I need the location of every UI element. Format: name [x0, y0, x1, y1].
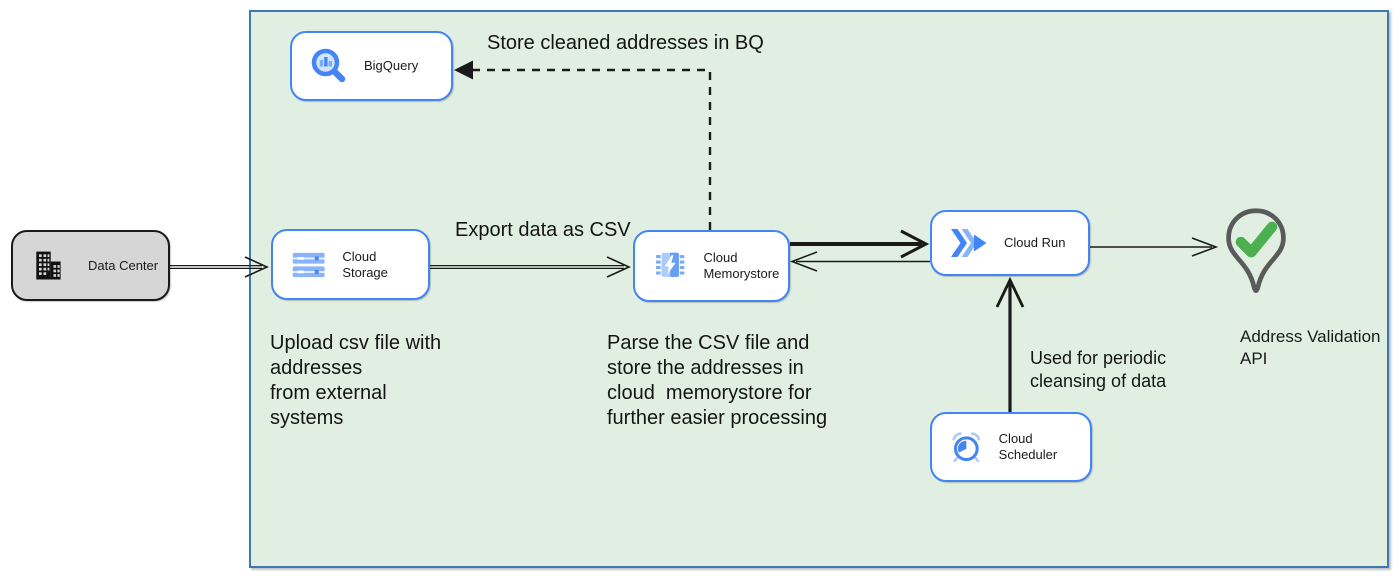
checkmark-icon [1235, 221, 1278, 258]
node-cloud-run[interactable]: Cloud Run [930, 210, 1090, 276]
address-validation-label: Address Validation API [1240, 327, 1381, 368]
gcp-boundary-box [249, 10, 1389, 568]
annotation-parse-csv: Parse the CSV file and store the address… [607, 332, 828, 429]
node-bigquery-label: BigQuery [364, 58, 419, 73]
annotation-store-bq: Store cleaned addresses in BQ [487, 32, 764, 54]
annotation-export-csv: Export data as CSV [455, 219, 631, 241]
node-cloud-memorystore[interactable]: Cloud Memorystore [633, 230, 790, 302]
annotation-upload-csv: Upload csv file with addresses from exte… [270, 332, 442, 429]
bigquery-icon [311, 48, 346, 83]
node-cloud-scheduler-label: Cloud Scheduler [998, 431, 1058, 462]
node-data-center[interactable]: Data Center [11, 230, 170, 301]
cloud-memorystore-icon [656, 252, 685, 277]
cloud-run-icon [951, 229, 987, 257]
node-cloud-storage-label: Cloud Storage [342, 248, 388, 280]
address-validation-pin-icon [1226, 208, 1286, 293]
data-center-icon [36, 251, 61, 279]
annotation-periodic: Used for periodic cleansing of data [1030, 348, 1167, 391]
node-cloud-memorystore-label: Cloud Memorystore [703, 250, 780, 281]
node-data-center-label: Data Center [88, 257, 159, 273]
cloud-storage-icon [292, 252, 325, 277]
node-bigquery[interactable]: BigQuery [290, 31, 453, 101]
node-cloud-run-label: Cloud Run [1004, 235, 1066, 250]
cloud-scheduler-icon [952, 432, 981, 463]
node-cloud-storage[interactable]: Cloud Storage [271, 229, 430, 300]
node-cloud-scheduler[interactable]: Cloud Scheduler [930, 412, 1092, 482]
node-address-validation[interactable] [1221, 206, 1291, 310]
